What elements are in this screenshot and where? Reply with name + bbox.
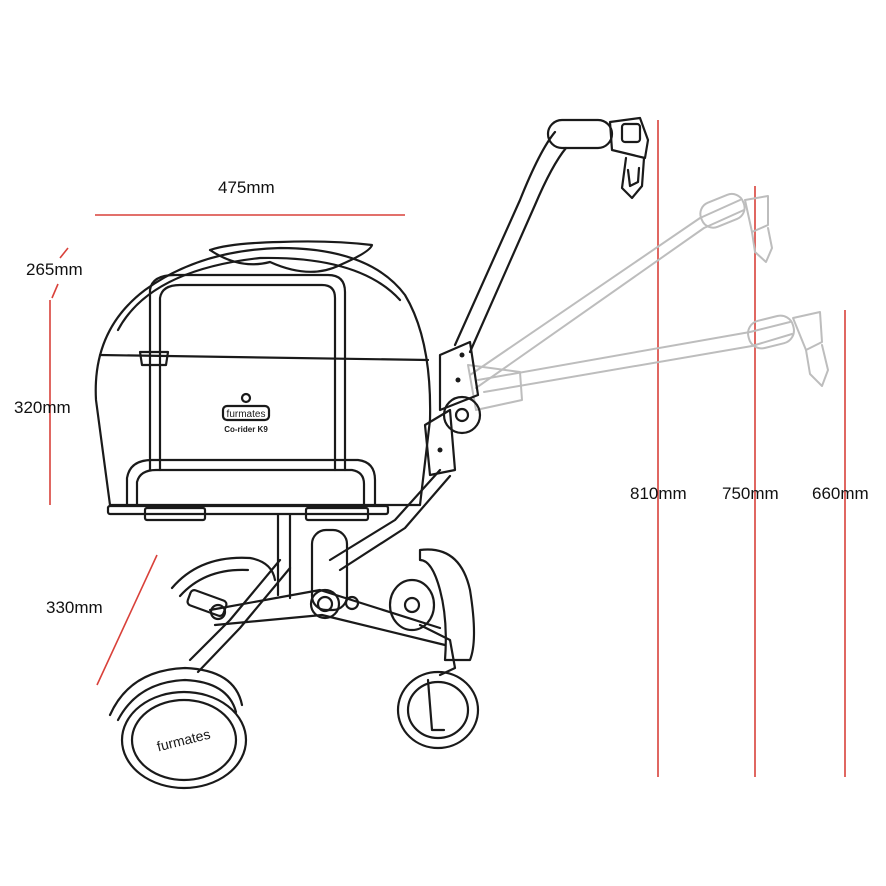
- chassis-lower-rail: [208, 588, 442, 630]
- handle-clip-outer: [620, 156, 646, 200]
- rear-wheel-fork: [426, 678, 446, 732]
- carrier-mesh-top: [208, 240, 374, 273]
- wheels: furmates: [108, 556, 480, 790]
- ghost-handle-mid-bar-inner: [475, 209, 745, 389]
- front-wheel-hub: [130, 698, 238, 782]
- chassis-center-knob-core: [316, 595, 334, 613]
- back-wheel-pedal: [186, 589, 228, 617]
- top-height-label: 265mm: [26, 260, 83, 279]
- back-wheel-fender: [170, 556, 277, 590]
- hinge-lower-plate: [423, 408, 457, 477]
- ghost-handle-mid-grip: [699, 192, 746, 229]
- rear-wheel-tire: [396, 670, 480, 750]
- ghost-handle-low-grip: [747, 314, 795, 350]
- chassis: [188, 468, 476, 677]
- hinge-rivet-3: [437, 447, 443, 453]
- handle-head-button: [620, 122, 642, 144]
- top-height-dim-line-upper: [59, 247, 69, 259]
- mid-wheel-tire: [388, 578, 436, 632]
- chassis-front-leg: [188, 558, 282, 662]
- wheel-span-dim-line: [96, 554, 158, 686]
- handle-mid-label: 750mm: [722, 484, 779, 503]
- carrier-logo-tag: [221, 404, 271, 422]
- ghost-handle-low-clip: [805, 344, 829, 387]
- rear-wheel-hub: [406, 680, 470, 740]
- carrier-base-rail-outer: [125, 458, 377, 507]
- carrier-top-seam: [116, 256, 402, 332]
- carrier-clip-right: [304, 506, 370, 522]
- main-handle: [453, 116, 650, 354]
- hinge-knob-center: [454, 407, 470, 423]
- hinge-rivet-2: [455, 377, 461, 383]
- handle-tube-inner: [468, 146, 568, 354]
- frame-joint: [423, 340, 482, 477]
- front-wheel-logo: furmates: [155, 726, 212, 755]
- carrier-mid-seam: [98, 353, 430, 362]
- ghost-handle-mid-bar: [469, 199, 741, 376]
- chassis-front-leg-inner: [196, 566, 292, 674]
- carrier-base-plate: [106, 504, 390, 516]
- ghost-handle-mid-clip: [751, 227, 773, 263]
- hinge-rivet-1: [459, 352, 465, 358]
- handle-high-label: 810mm: [630, 484, 687, 503]
- chassis-bolt-right: [344, 595, 360, 611]
- ghost-handle-low-bar: [477, 321, 791, 381]
- chassis-center-post: [276, 513, 292, 600]
- ghost-hinge-plate: [467, 364, 523, 411]
- handle-clip-inner: [626, 166, 641, 188]
- dimension-lines: [49, 120, 846, 777]
- carrier-model-text: Co-rider K9: [224, 425, 268, 434]
- ghost-handle-mid-head: [744, 195, 769, 233]
- handle-grip: [546, 118, 614, 150]
- ghost-handle-low-head: [792, 311, 823, 351]
- pet-carrier: furmates Co-rider K9: [94, 240, 432, 522]
- chassis-lower-rail-inner: [213, 613, 447, 647]
- chassis-center-knob: [309, 588, 341, 620]
- carrier-handle-inner: [158, 283, 337, 472]
- hinge-plate: [438, 340, 480, 412]
- carrier-buckle-left: [138, 350, 170, 367]
- wheel-span-label: 330mm: [46, 598, 103, 617]
- carrier-logo-text: furmates: [227, 409, 266, 420]
- chassis-rear-tube-outer: [328, 468, 442, 562]
- back-wheel-fender-inner: [178, 568, 250, 598]
- body-height-label: 320mm: [14, 398, 71, 417]
- handle-tube-outer: [453, 130, 557, 347]
- rear-bracket: [418, 623, 457, 677]
- carrier-shell: [94, 246, 432, 507]
- handle-head: [608, 116, 650, 160]
- width-label: 475mm: [218, 178, 275, 197]
- carrier-handle-outer: [148, 273, 347, 472]
- ghost-handle-low-bar-inner: [483, 333, 793, 393]
- front-wheel-fender: [108, 666, 244, 717]
- front-wheel-tire: [120, 690, 248, 790]
- front-wheel-fender-inner: [116, 678, 238, 722]
- mid-wheel-hub: [403, 596, 421, 614]
- carrier-clip-left: [143, 506, 207, 522]
- carrier-base-rail-inner: [135, 468, 366, 507]
- ghost-handles: [467, 192, 829, 411]
- top-height-dim-line-lower: [51, 283, 59, 299]
- hinge-knob: [442, 395, 482, 435]
- chassis-rear-tube-inner: [338, 474, 452, 572]
- carrier-logo-icon: [240, 392, 252, 404]
- rear-fender: [418, 548, 476, 662]
- handle-low-label: 660mm: [812, 484, 869, 503]
